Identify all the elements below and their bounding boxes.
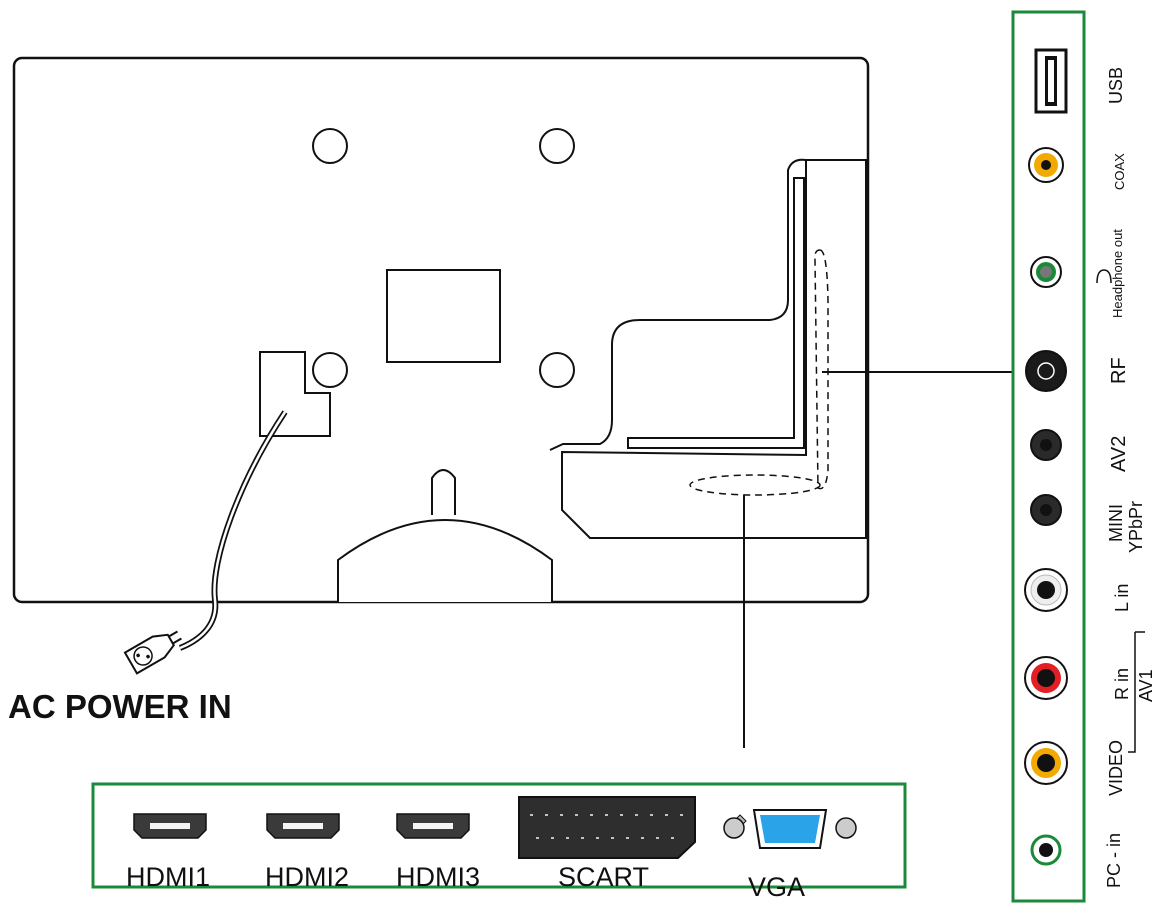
headphone-icon [1096,269,1112,284]
hdmi-port-icon [396,813,470,839]
hdmi2-label: HDMI2 [265,862,350,892]
ypbpr-label: YPbPr [1126,500,1146,553]
vga-label: VGA [748,872,806,902]
rf-jack-icon [1025,350,1067,392]
coax-label: COAX [1112,153,1127,190]
side-port-area [814,249,829,490]
headphone-jack-icon [1030,256,1062,288]
connector-bracket [549,158,807,451]
av2-label: AV2 [1108,435,1130,472]
mounting-hole [539,352,575,388]
pc-in-label: PC - in [1104,832,1124,888]
hdmi-port-icon [133,813,207,839]
mounting-hole [312,352,348,388]
video-label: VIDEO [1106,739,1126,796]
video-jack-icon [1024,741,1068,785]
mini-ypbpr-jack-icon [1030,494,1062,526]
headphone-out-label: Headphone out [1110,229,1125,318]
hdmi3-label: HDMI3 [396,862,481,892]
l-in-label: L in [1112,583,1132,612]
connector-rail [627,177,805,449]
rf-label: RF [1108,357,1130,384]
r-in-jack-icon [1024,656,1068,700]
scart-port-icon [518,796,696,859]
center-plate [386,269,501,363]
power-plug-icon [123,630,182,675]
usb-port-icon [1034,48,1068,114]
power-socket [259,351,331,437]
av2-jack-icon [1030,429,1062,461]
av1-label: AV1 [1136,669,1156,702]
hdmi1-label: HDMI1 [126,862,211,892]
hdmi-port-icon [266,813,340,839]
av1-group-bracket [1128,632,1136,753]
ac-power-in-label: AC POWER IN [8,688,232,725]
stand-mount [337,519,553,602]
bottom-port-area [689,474,821,496]
stand-mount-neck [431,469,456,515]
pc-in-jack-icon [1030,834,1062,866]
mounting-hole [312,128,348,164]
usb-label: USB [1106,66,1126,104]
scart-label: SCART [558,862,650,892]
power-cable-core [179,411,287,650]
connector-housing [561,159,867,539]
l-in-jack-icon [1024,568,1068,612]
mini-label: MINI [1106,504,1126,542]
coax-jack-icon [1028,147,1064,183]
mounting-hole [539,128,575,164]
vga-port-icon [723,809,857,849]
r-in-label: R in [1112,667,1132,700]
